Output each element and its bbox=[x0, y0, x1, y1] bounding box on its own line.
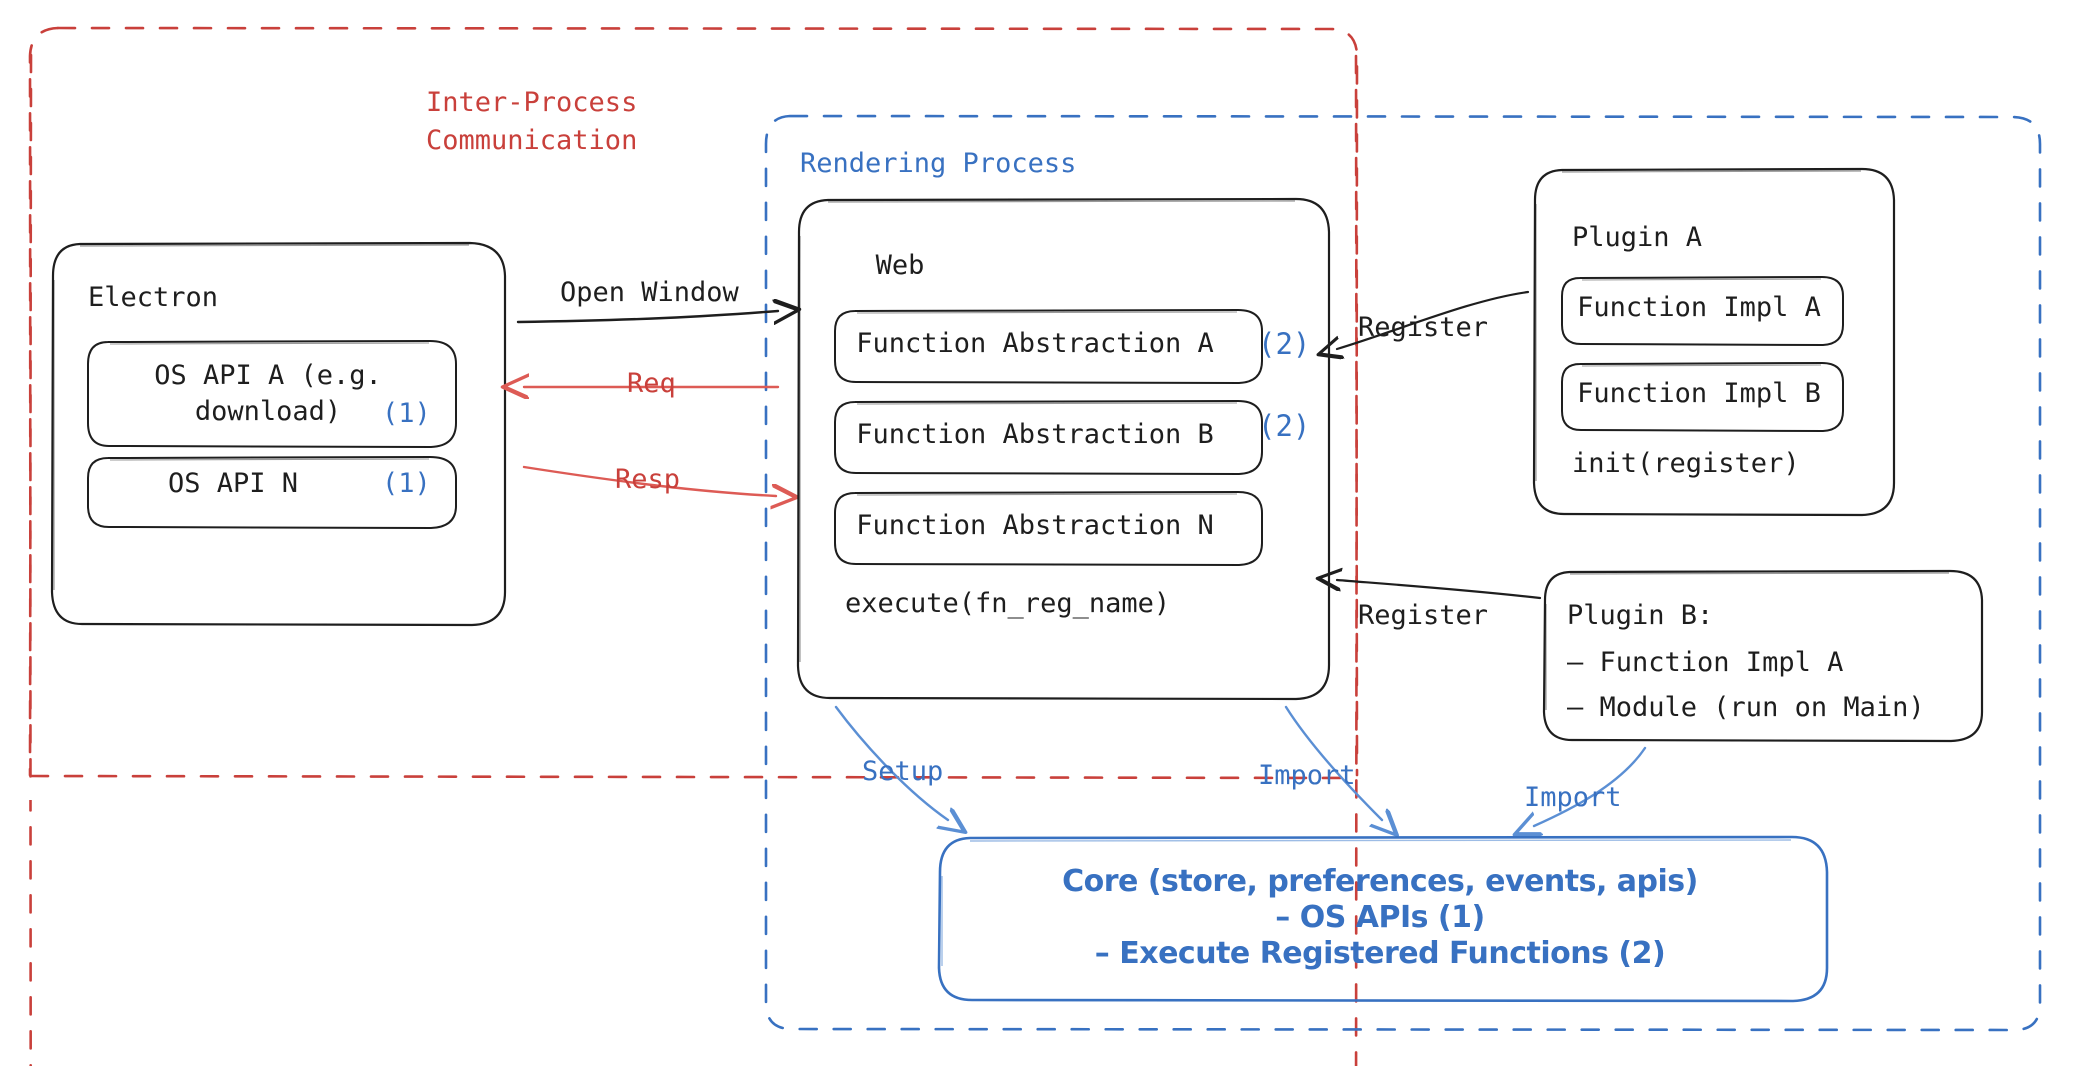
register-label-plugin-b: Register bbox=[1358, 600, 1489, 631]
plugin-a-title: Plugin A bbox=[1572, 222, 1703, 253]
electron-title: Electron bbox=[88, 282, 219, 313]
core-line-1: Core (store, preferences, events, apis) bbox=[1062, 864, 1698, 899]
core-line-2: – OS APIs (1) bbox=[1275, 900, 1485, 935]
os-api-n-label: OS API N bbox=[167, 468, 299, 499]
open-window-arrow-label: Open Window bbox=[560, 277, 739, 308]
web-title: Web bbox=[875, 250, 925, 281]
register-label-plugin-a: Register bbox=[1358, 312, 1489, 343]
os-api-n-tag: (1) bbox=[382, 468, 431, 499]
import-arrow-label-web: Import bbox=[1258, 760, 1356, 791]
os-api-a-label: OS API A (e.g. download) bbox=[154, 360, 382, 427]
rendering-process-title: Rendering Process bbox=[800, 148, 1077, 179]
plugin-b-line-2: – Module (run on Main) bbox=[1567, 692, 1925, 723]
open-window-arrow bbox=[516, 311, 778, 322]
function-abstraction-b-label: Function Abstraction B bbox=[856, 419, 1214, 450]
register-arrow-plugin-b bbox=[1337, 580, 1542, 600]
web-execute-footer: execute(fn_reg_name) bbox=[845, 588, 1171, 619]
plugin-b-title: Plugin B: bbox=[1567, 600, 1714, 631]
function-impl-b-label: Function Impl B bbox=[1577, 378, 1821, 409]
resp-arrow-label: Resp bbox=[615, 464, 681, 495]
os-api-a-tag: (1) bbox=[382, 398, 431, 429]
function-abstraction-n-label: Function Abstraction N bbox=[856, 510, 1214, 541]
plugin-a-init-footer: init(register) bbox=[1572, 448, 1800, 479]
req-arrow-label: Req bbox=[627, 368, 676, 399]
setup-arrow-label: Setup bbox=[862, 756, 944, 787]
plugin-b-line-1: – Function Impl A bbox=[1567, 647, 1844, 678]
function-abstraction-b-tag: (2) bbox=[1258, 409, 1311, 443]
core-line-3: – Execute Registered Functions (2) bbox=[1094, 936, 1666, 971]
function-impl-a-label: Function Impl A bbox=[1577, 292, 1821, 323]
function-abstraction-a-label: Function Abstraction A bbox=[856, 328, 1214, 359]
ipc-container-title: Inter-Process Communication bbox=[426, 87, 638, 157]
import-arrow-label-plugin-b: Import bbox=[1524, 782, 1622, 813]
function-abstraction-a-tag: (2) bbox=[1258, 327, 1311, 361]
